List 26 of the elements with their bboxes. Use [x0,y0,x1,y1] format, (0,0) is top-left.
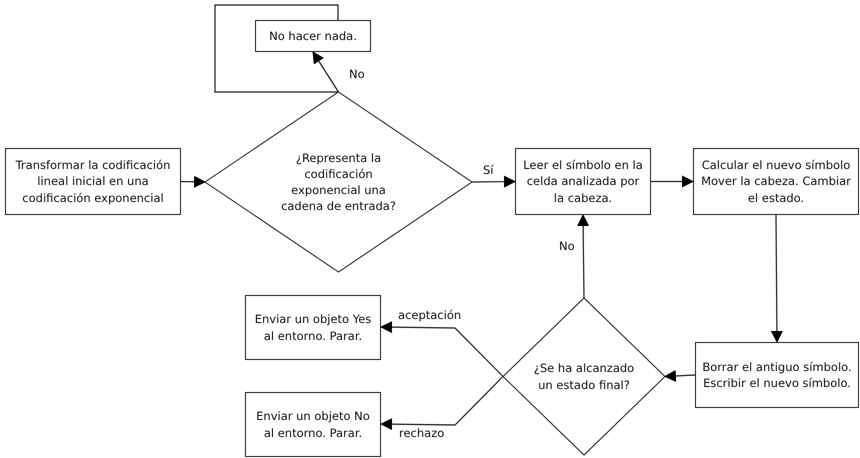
arrow [380,376,504,430]
process-box [255,20,371,52]
node-text: Enviar un objeto Yes al entorno. Parar. [254,311,372,344]
process-box [693,148,859,215]
process-box [695,342,859,408]
arrow [664,370,696,382]
edge-label: aceptación [397,309,462,323]
node-text: ¿Se ha alcanzado un estado final? [532,360,636,393]
arrow [577,214,590,298]
node-text: No hacer nada. [269,28,357,44]
process-box [515,148,651,215]
arrow [472,176,516,188]
arrow [312,51,339,92]
arrow [180,176,206,188]
node-text: Enviar un objeto No al entorno. Parar. [255,408,371,441]
node-text: Transformar la codificación lineal inicial en una codificación exponencial [14,157,172,206]
arrow [651,176,694,188]
process-box [245,295,381,360]
arrow [770,215,783,343]
node-text: Borrar el antiguo símbolo. Escribir el nuevo símbolo. [701,358,853,392]
arrow [380,321,504,377]
node-text: Calcular el nuevo símbolo Mover la cabeza. Cambiar el estado. [701,157,851,206]
node-text: Leer el símbolo en la celda analizada por la cabeza. [522,157,644,206]
process-box [245,392,381,457]
node-text: ¿Representa la codificación exponencial una cadena de entrada? [280,150,397,214]
process-box [5,148,181,215]
